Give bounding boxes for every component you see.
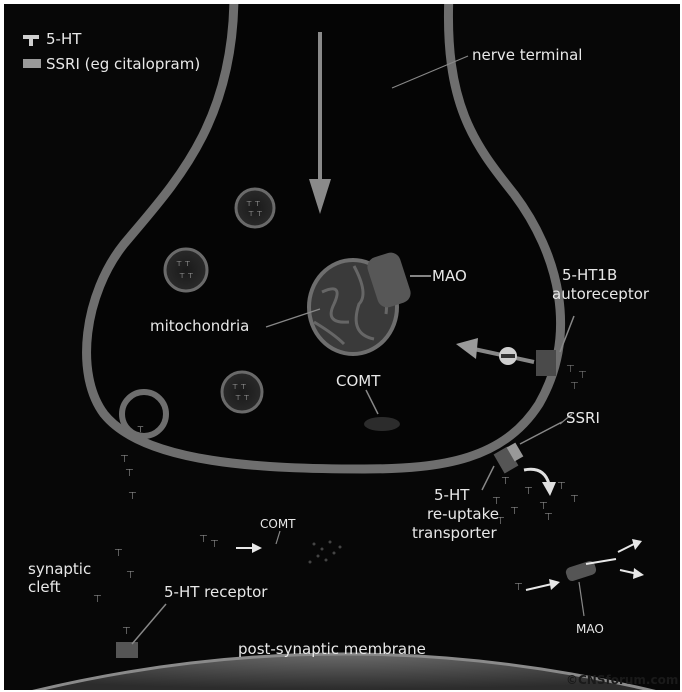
vesicle-fusing: ⊤ — [122, 392, 166, 436]
nerve-terminal-label: nerve terminal — [472, 47, 582, 63]
postsynaptic-receptor — [116, 642, 138, 658]
svg-text:⊤ ⊤: ⊤ ⊤ — [179, 272, 193, 280]
transporter-label-line1: 5-HT — [434, 487, 469, 503]
svg-text:⊤: ⊤ — [514, 582, 523, 593]
svg-text:⊤: ⊤ — [199, 534, 208, 545]
comt-inside-label: COMT — [336, 373, 380, 389]
svg-text:⊤ ⊤: ⊤ ⊤ — [246, 200, 260, 208]
svg-text:⊤: ⊤ — [122, 626, 131, 637]
serotonin-molecules: ⊤ ⊤ ⊤ ⊤ ⊤ ⊤ ⊤ ⊤ ⊤ ⊤ ⊤ ⊤ ⊤ ⊤ ⊤ ⊤ ⊤ ⊤ ⊤ — [93, 454, 579, 637]
vesicle-top: ⊤ ⊤ ⊤ ⊤ — [236, 189, 274, 227]
vesicle-left: ⊤ ⊤ ⊤ ⊤ — [165, 249, 207, 291]
mao-label-bottom: MAO — [576, 621, 604, 637]
svg-text:⊤: ⊤ — [510, 506, 519, 517]
mao-cleft — [526, 539, 644, 616]
mitochondria-label: mitochondria — [150, 318, 249, 334]
synaptic-cleft-label-line1: synaptic — [28, 561, 91, 577]
svg-text:⊤: ⊤ — [137, 425, 144, 434]
svg-text:⊤: ⊤ — [578, 370, 587, 381]
svg-text:⊤: ⊤ — [539, 501, 548, 512]
synaptic-cleft-label-line2: cleft — [28, 579, 61, 595]
svg-text:⊤ ⊤: ⊤ ⊤ — [248, 210, 262, 218]
svg-text:⊤: ⊤ — [524, 486, 533, 497]
svg-text:⊤: ⊤ — [210, 539, 219, 550]
svg-text:⊤: ⊤ — [93, 594, 102, 605]
svg-text:⊤: ⊤ — [120, 454, 129, 465]
svg-text:⊤: ⊤ — [114, 548, 123, 559]
ssri-label: SSRI — [566, 410, 600, 426]
legend-ssri-label: SSRI (eg citalopram) — [46, 56, 200, 72]
mao-label-top: MAO — [432, 268, 467, 284]
transporter-label-line3: transporter — [412, 525, 497, 541]
vesicle-bottom: ⊤ ⊤ ⊤ ⊤ — [222, 372, 262, 412]
legend-ssri-symbol — [23, 59, 41, 68]
synapse-diagram-panel: ⊤ ⊤ ⊤ ⊤ ⊤ ⊤ ⊤ ⊤ ⊤ ⊤ ⊤ ⊤ ⊤ — [4, 4, 680, 690]
comt-cleft-dots — [309, 541, 342, 564]
autoreceptor — [536, 350, 556, 376]
svg-text:⊤: ⊤ — [566, 364, 575, 375]
ht1b-label-line2: autoreceptor — [552, 286, 649, 302]
comt-cleft-label: COMT — [260, 516, 296, 532]
svg-text:⊤: ⊤ — [570, 381, 579, 392]
ht-receptor-label: 5-HT receptor — [164, 584, 267, 600]
svg-text:⊤: ⊤ — [126, 570, 135, 581]
synapse-illustration: ⊤ ⊤ ⊤ ⊤ ⊤ ⊤ ⊤ ⊤ ⊤ ⊤ ⊤ ⊤ ⊤ — [4, 4, 680, 690]
legend-5ht-symbol — [23, 35, 39, 46]
svg-text:⊤: ⊤ — [501, 476, 510, 487]
transporter-label-line2: re-uptake — [427, 506, 499, 522]
comt-enzyme-inside — [364, 417, 400, 431]
svg-text:⊤: ⊤ — [544, 512, 553, 523]
svg-text:⊤: ⊤ — [125, 468, 134, 479]
postsynaptic-membrane-label: post-synaptic membrane — [238, 641, 426, 657]
copyright-notice: ©CNSforum.com — [566, 672, 678, 688]
svg-text:⊤: ⊤ — [570, 494, 579, 505]
reuptake-arrow — [524, 469, 549, 484]
legend-5ht-label: 5-HT — [46, 31, 81, 47]
svg-text:⊤ ⊤: ⊤ ⊤ — [235, 394, 249, 402]
svg-text:⊤ ⊤: ⊤ ⊤ — [176, 260, 190, 268]
svg-text:⊤: ⊤ — [128, 491, 137, 502]
ht1b-label-line1: 5-HT1B — [562, 267, 617, 283]
svg-text:⊤: ⊤ — [557, 481, 566, 492]
svg-text:⊤ ⊤: ⊤ ⊤ — [232, 383, 246, 391]
